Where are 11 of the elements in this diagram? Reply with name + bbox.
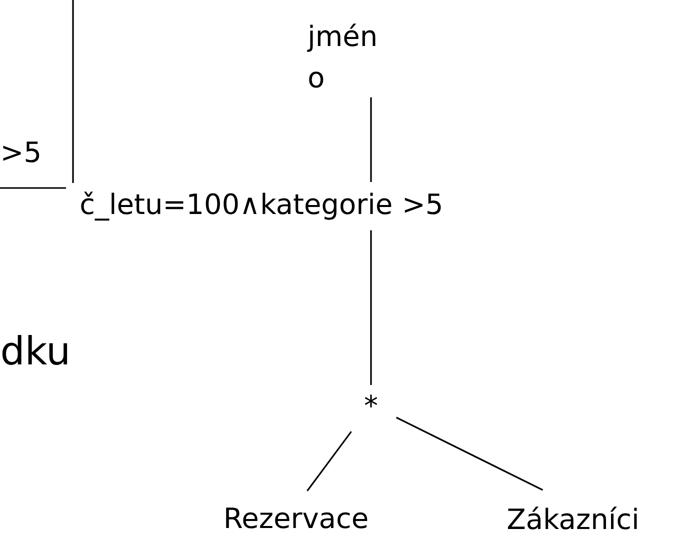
node-label: Rezervace <box>226 508 368 528</box>
connector-line <box>370 230 372 385</box>
connector-line <box>306 431 352 492</box>
label-text: dku <box>2 335 68 365</box>
label-text: >5 <box>3 142 40 162</box>
node-label: jmén o <box>307 24 376 88</box>
node-label: * <box>364 394 378 408</box>
connector-line <box>396 416 544 491</box>
node-label: Zákazníci <box>508 506 637 530</box>
node-label: č_letu=100∧kategorie >5 <box>81 192 441 221</box>
connector-line <box>370 97 372 182</box>
